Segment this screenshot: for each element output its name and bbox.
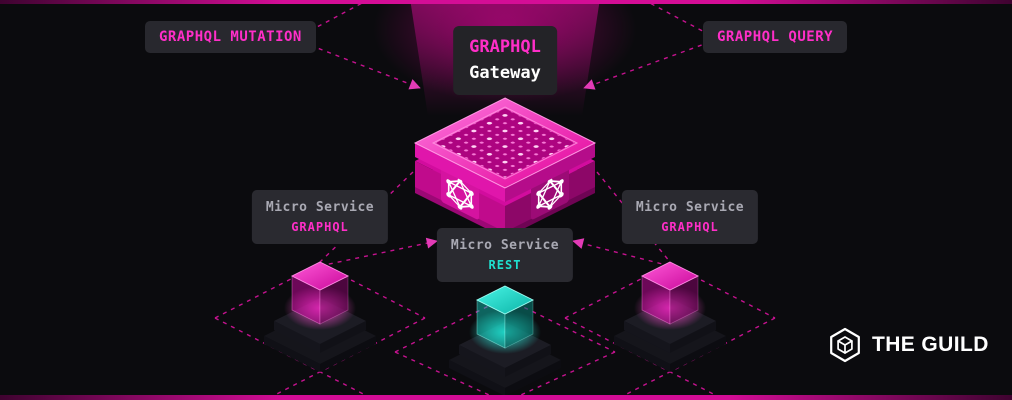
- brand-name: THE GUILD: [872, 333, 989, 356]
- graphql-logo-icon: [441, 168, 479, 220]
- microservice-subtitle: GRAPHQL: [291, 219, 349, 234]
- microservice-label-graphql-left: Micro Service GRAPHQL: [251, 190, 389, 244]
- graphql-query-text: GRAPHQL QUERY: [717, 29, 834, 45]
- gateway-title-line1: GRAPHQL: [469, 37, 541, 57]
- graphql-logo-icon: [531, 168, 569, 220]
- microservice-subtitle: GRAPHQL: [661, 219, 719, 234]
- microservice-title: Micro Service: [265, 200, 375, 215]
- service-cube-graphql-right: [614, 261, 726, 372]
- microservice-title: Micro Service: [450, 238, 560, 253]
- gateway-title-line2: Gateway: [469, 62, 541, 83]
- graphql-mutation-text: GRAPHQL MUTATION: [159, 29, 302, 45]
- graphql-mutation-label: GRAPHQL MUTATION: [145, 21, 316, 53]
- top-border-strip: [0, 0, 1012, 4]
- service-cube-graphql-left: [264, 261, 376, 372]
- microservice-title: Micro Service: [635, 200, 745, 215]
- the-guild-logo: THE GUILD: [827, 327, 989, 363]
- gateway-cube: [413, 97, 597, 238]
- microservice-subtitle: REST: [488, 257, 522, 272]
- graphql-query-label: GRAPHQL QUERY: [703, 21, 848, 53]
- gateway-title: GRAPHQL Gateway: [453, 26, 557, 95]
- microservice-label-rest: Micro Service REST: [436, 228, 574, 282]
- microservice-label-graphql-right: Micro Service GRAPHQL: [621, 190, 759, 244]
- bottom-border-strip: [0, 395, 1012, 400]
- service-cube-rest: [449, 285, 561, 396]
- guild-mark-icon: [830, 327, 860, 363]
